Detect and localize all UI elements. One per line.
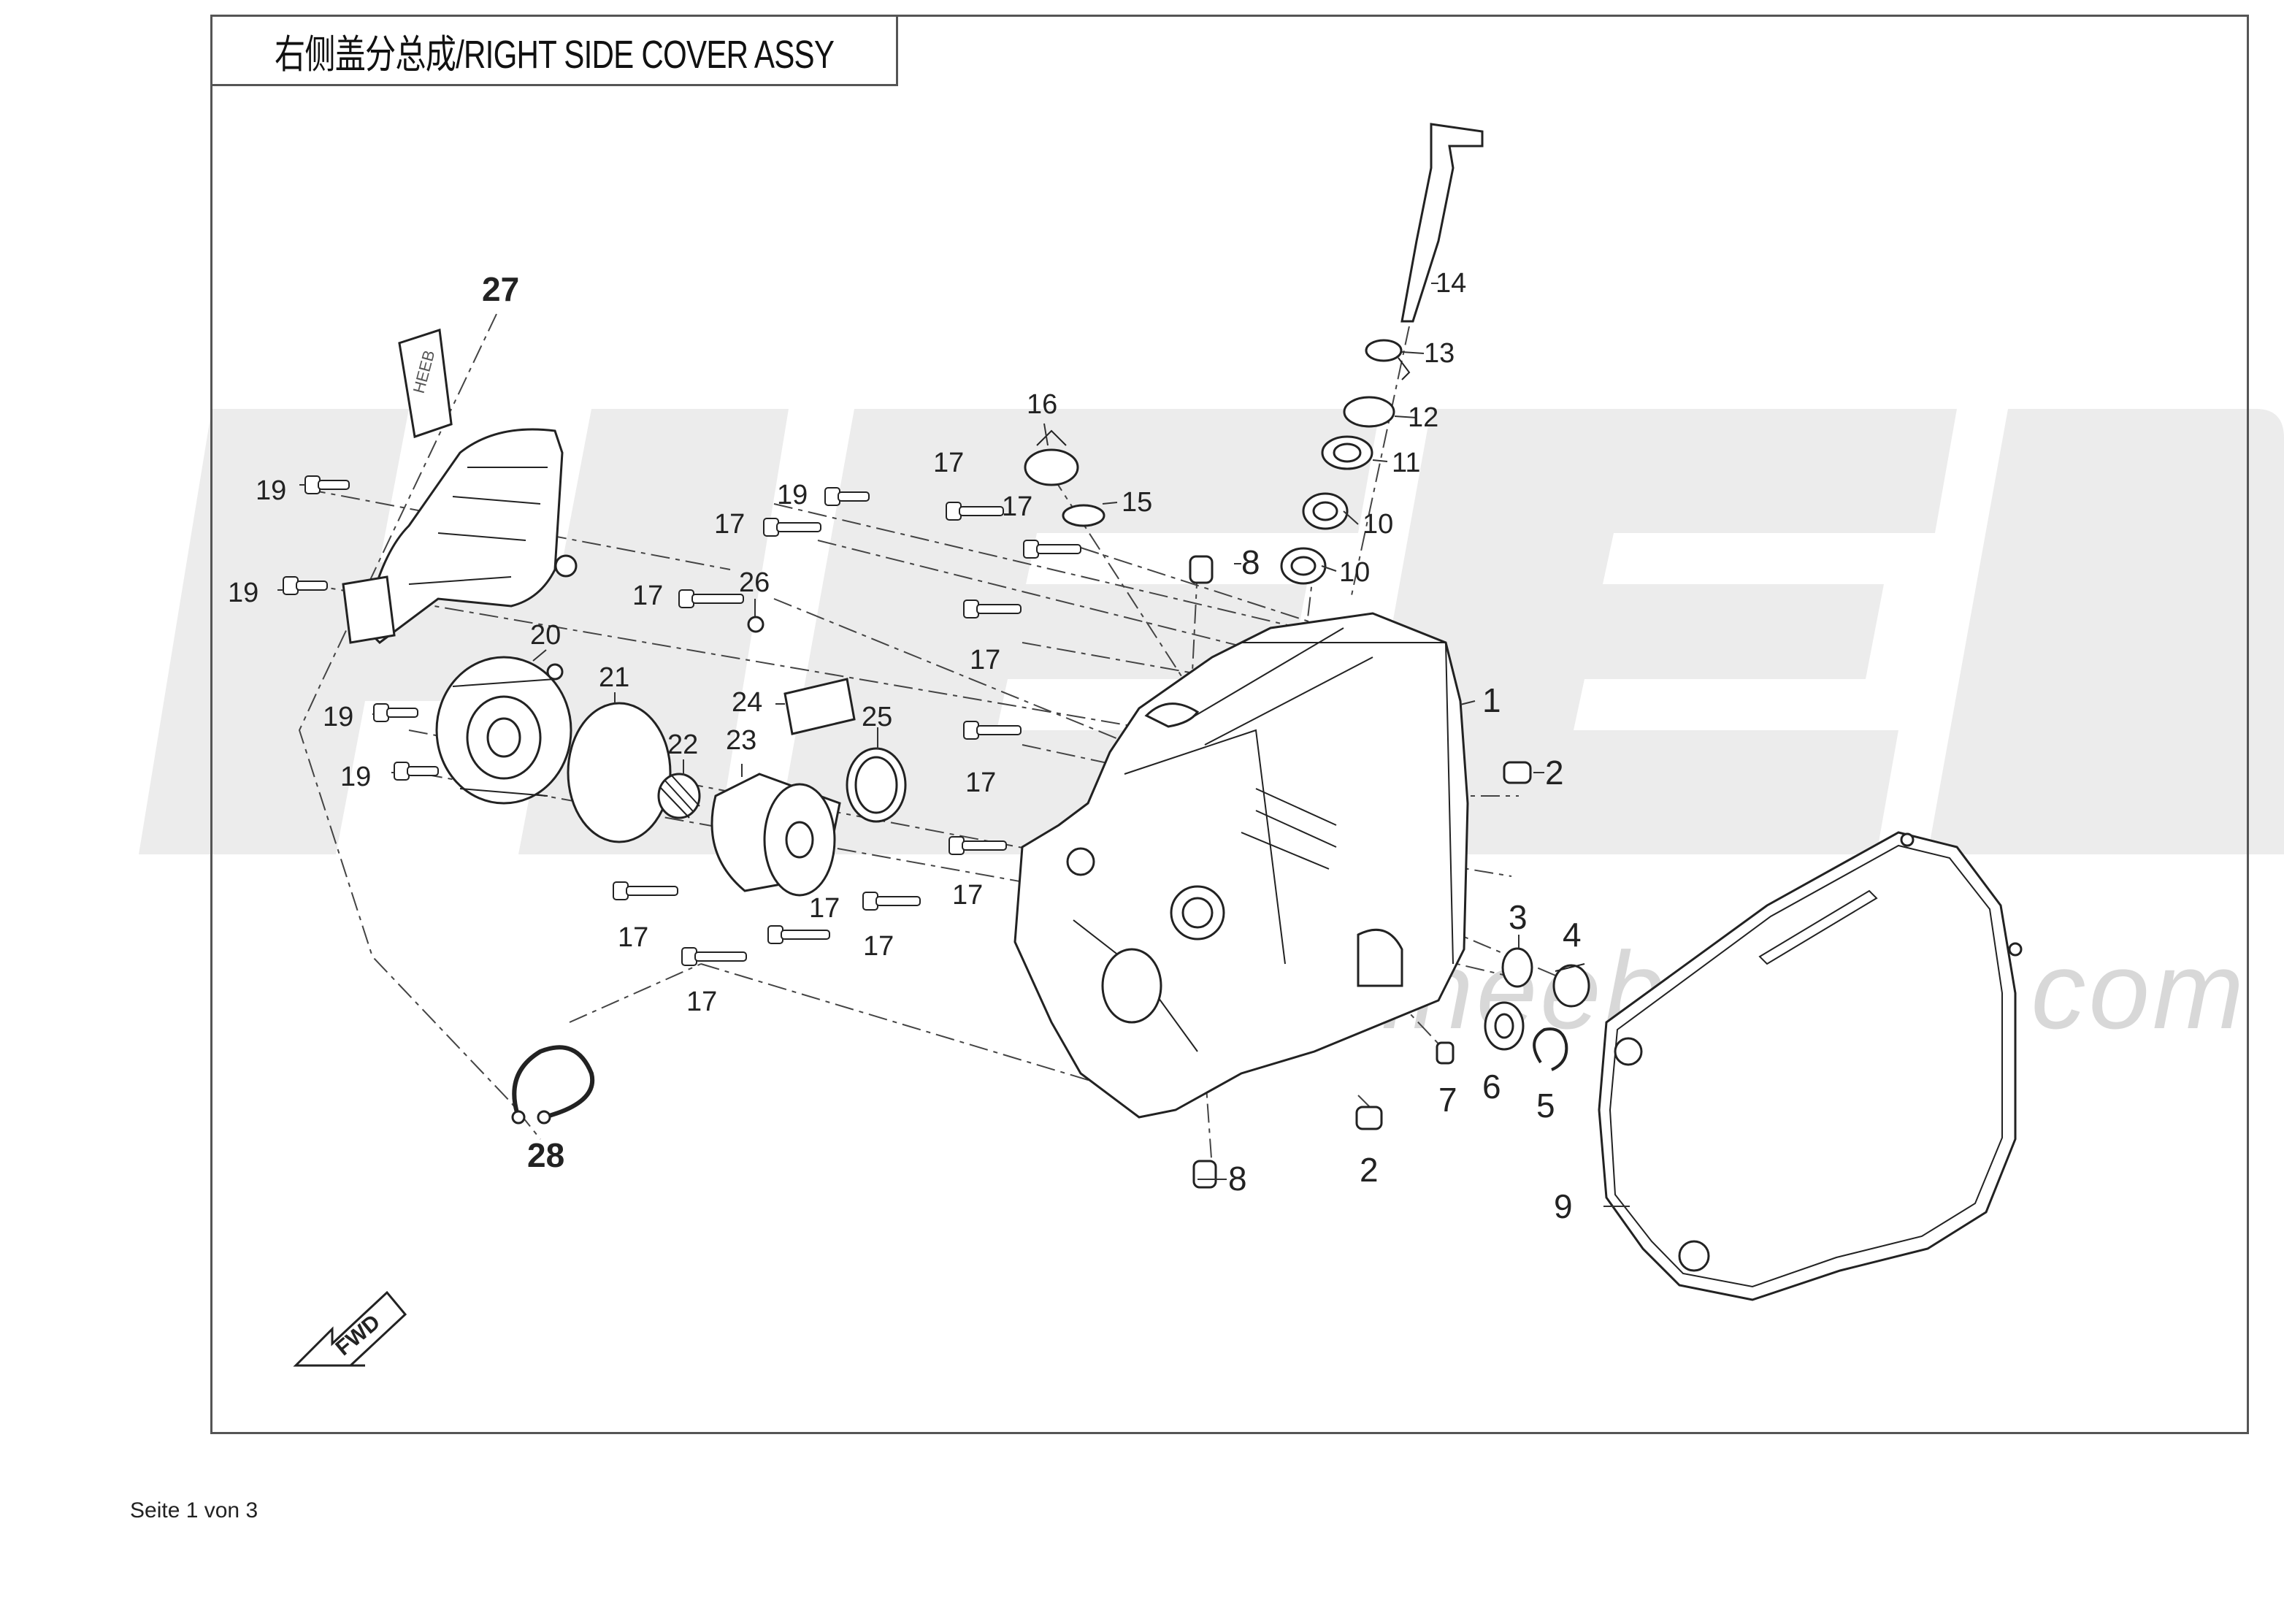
part-1-right-side-cover (1013, 612, 1469, 1119)
part-21-o-ring (567, 702, 672, 843)
callout-21: 21 (599, 662, 629, 693)
callout-6: 6 (1482, 1068, 1501, 1106)
part-24-label (783, 678, 856, 735)
bolt-19d (373, 703, 418, 722)
callout-19c: 19 (777, 480, 808, 510)
bolt-17d (678, 589, 744, 608)
callout-17e: 17 (970, 645, 1000, 675)
part-2-dowel-right (1503, 761, 1532, 784)
part-9-gasket (1598, 831, 2017, 1301)
part-7-plug (1436, 1041, 1455, 1065)
callout-17f: 17 (965, 767, 996, 798)
callout-25: 25 (862, 702, 892, 732)
callout-17j: 17 (863, 931, 894, 962)
callout-10b: 10 (1339, 557, 1370, 588)
callout-26: 26 (739, 567, 770, 598)
bolt-17b (946, 502, 1004, 521)
part-22-spring (657, 773, 701, 819)
callout-11: 11 (1392, 448, 1420, 478)
callout-1: 1 (1482, 681, 1501, 719)
part-15-o-ring (1062, 504, 1105, 527)
leader-lines (277, 283, 1630, 1207)
callout-5: 5 (1536, 1087, 1555, 1125)
bolts (283, 475, 1081, 966)
callout-17a: 17 (933, 448, 964, 478)
callout-9: 9 (1554, 1187, 1573, 1225)
callout-20: 20 (530, 620, 561, 651)
part-16-oil-cap (1024, 429, 1079, 486)
callout-19b: 19 (228, 578, 258, 608)
callout-15: 15 (1122, 487, 1152, 518)
diagram-frame (210, 15, 2249, 1434)
part-8-dowel-lower (1192, 1160, 1217, 1189)
part-14-shaft (1400, 123, 1484, 323)
part-4-bushing (1552, 963, 1590, 1008)
callout-4: 4 (1563, 916, 1582, 954)
part-23-oil-filter (710, 773, 841, 897)
callouts: 1 2 2 3 4 5 6 7 8 8 9 10 10 11 12 13 14 … (228, 268, 1582, 1225)
callout-17g: 17 (952, 880, 983, 911)
bolt-17a (763, 518, 821, 537)
bolt-19c (824, 487, 870, 506)
title-box: 右侧盖分总成/RIGHT SIDE COVER ASSY (210, 15, 898, 86)
callout-17b: 17 (714, 509, 745, 540)
part-13-spring (1365, 339, 1411, 380)
bolt-17i (862, 892, 921, 911)
callout-2b: 2 (1360, 1151, 1379, 1189)
fwd-arrow-icon: FWD (293, 1290, 407, 1367)
bolt-17g (949, 836, 1007, 855)
part-11-seal (1321, 435, 1373, 470)
bolt-17k (681, 947, 747, 966)
callout-12: 12 (1408, 402, 1438, 433)
callout-13: 13 (1424, 338, 1455, 369)
bolt-17j (767, 925, 830, 944)
bolt-17h (613, 881, 678, 900)
callout-3: 3 (1509, 898, 1528, 936)
callout-28: 28 (527, 1136, 564, 1174)
part-8-dowel-upper (1189, 555, 1214, 584)
part-3-o-ring (1501, 947, 1533, 988)
callout-17k: 17 (686, 987, 717, 1017)
callout-23: 23 (726, 725, 756, 756)
callout-16: 16 (1027, 389, 1057, 420)
bolt-19b (283, 576, 328, 595)
page-title: 右侧盖分总成/RIGHT SIDE COVER ASSY (274, 32, 835, 77)
callout-10a: 10 (1363, 509, 1393, 540)
part-27-side-cover: HEEB (342, 328, 578, 644)
part-10-bearing-lower (1280, 547, 1327, 585)
callout-17i: 17 (809, 893, 840, 924)
bolt-17c (1023, 540, 1081, 559)
part-28-circlip (512, 1045, 595, 1119)
bolt-19a (304, 475, 350, 494)
part-10-bearing-upper (1302, 492, 1349, 530)
callout-22: 22 (667, 729, 698, 760)
bolt-19e (394, 762, 439, 781)
callout-14: 14 (1436, 268, 1466, 299)
bolt-17e (963, 600, 1022, 618)
callout-17c: 17 (1002, 491, 1032, 522)
callout-27: 27 (482, 270, 519, 308)
part-12-washer (1343, 396, 1395, 428)
part-26-o-ring (747, 616, 764, 633)
part-25-sleeve (846, 747, 907, 823)
part-5-circlip (1533, 1027, 1568, 1071)
callout-17d: 17 (632, 581, 663, 611)
callout-19d: 19 (323, 702, 353, 732)
part-6-seal (1484, 1001, 1525, 1051)
callout-2a: 2 (1545, 754, 1564, 792)
callout-19a: 19 (256, 475, 286, 506)
callout-8a: 8 (1241, 543, 1260, 581)
callout-24: 24 (732, 687, 762, 718)
bolt-17f (963, 721, 1022, 740)
callout-7: 7 (1438, 1081, 1457, 1119)
callout-8b: 8 (1228, 1160, 1247, 1198)
part-20-filter-cover (435, 656, 572, 805)
page-footer: Seite 1 von 3 (130, 1498, 258, 1522)
callout-19e: 19 (340, 762, 371, 792)
part-2-dowel-bottom (1355, 1106, 1383, 1130)
callout-17h: 17 (618, 922, 648, 953)
